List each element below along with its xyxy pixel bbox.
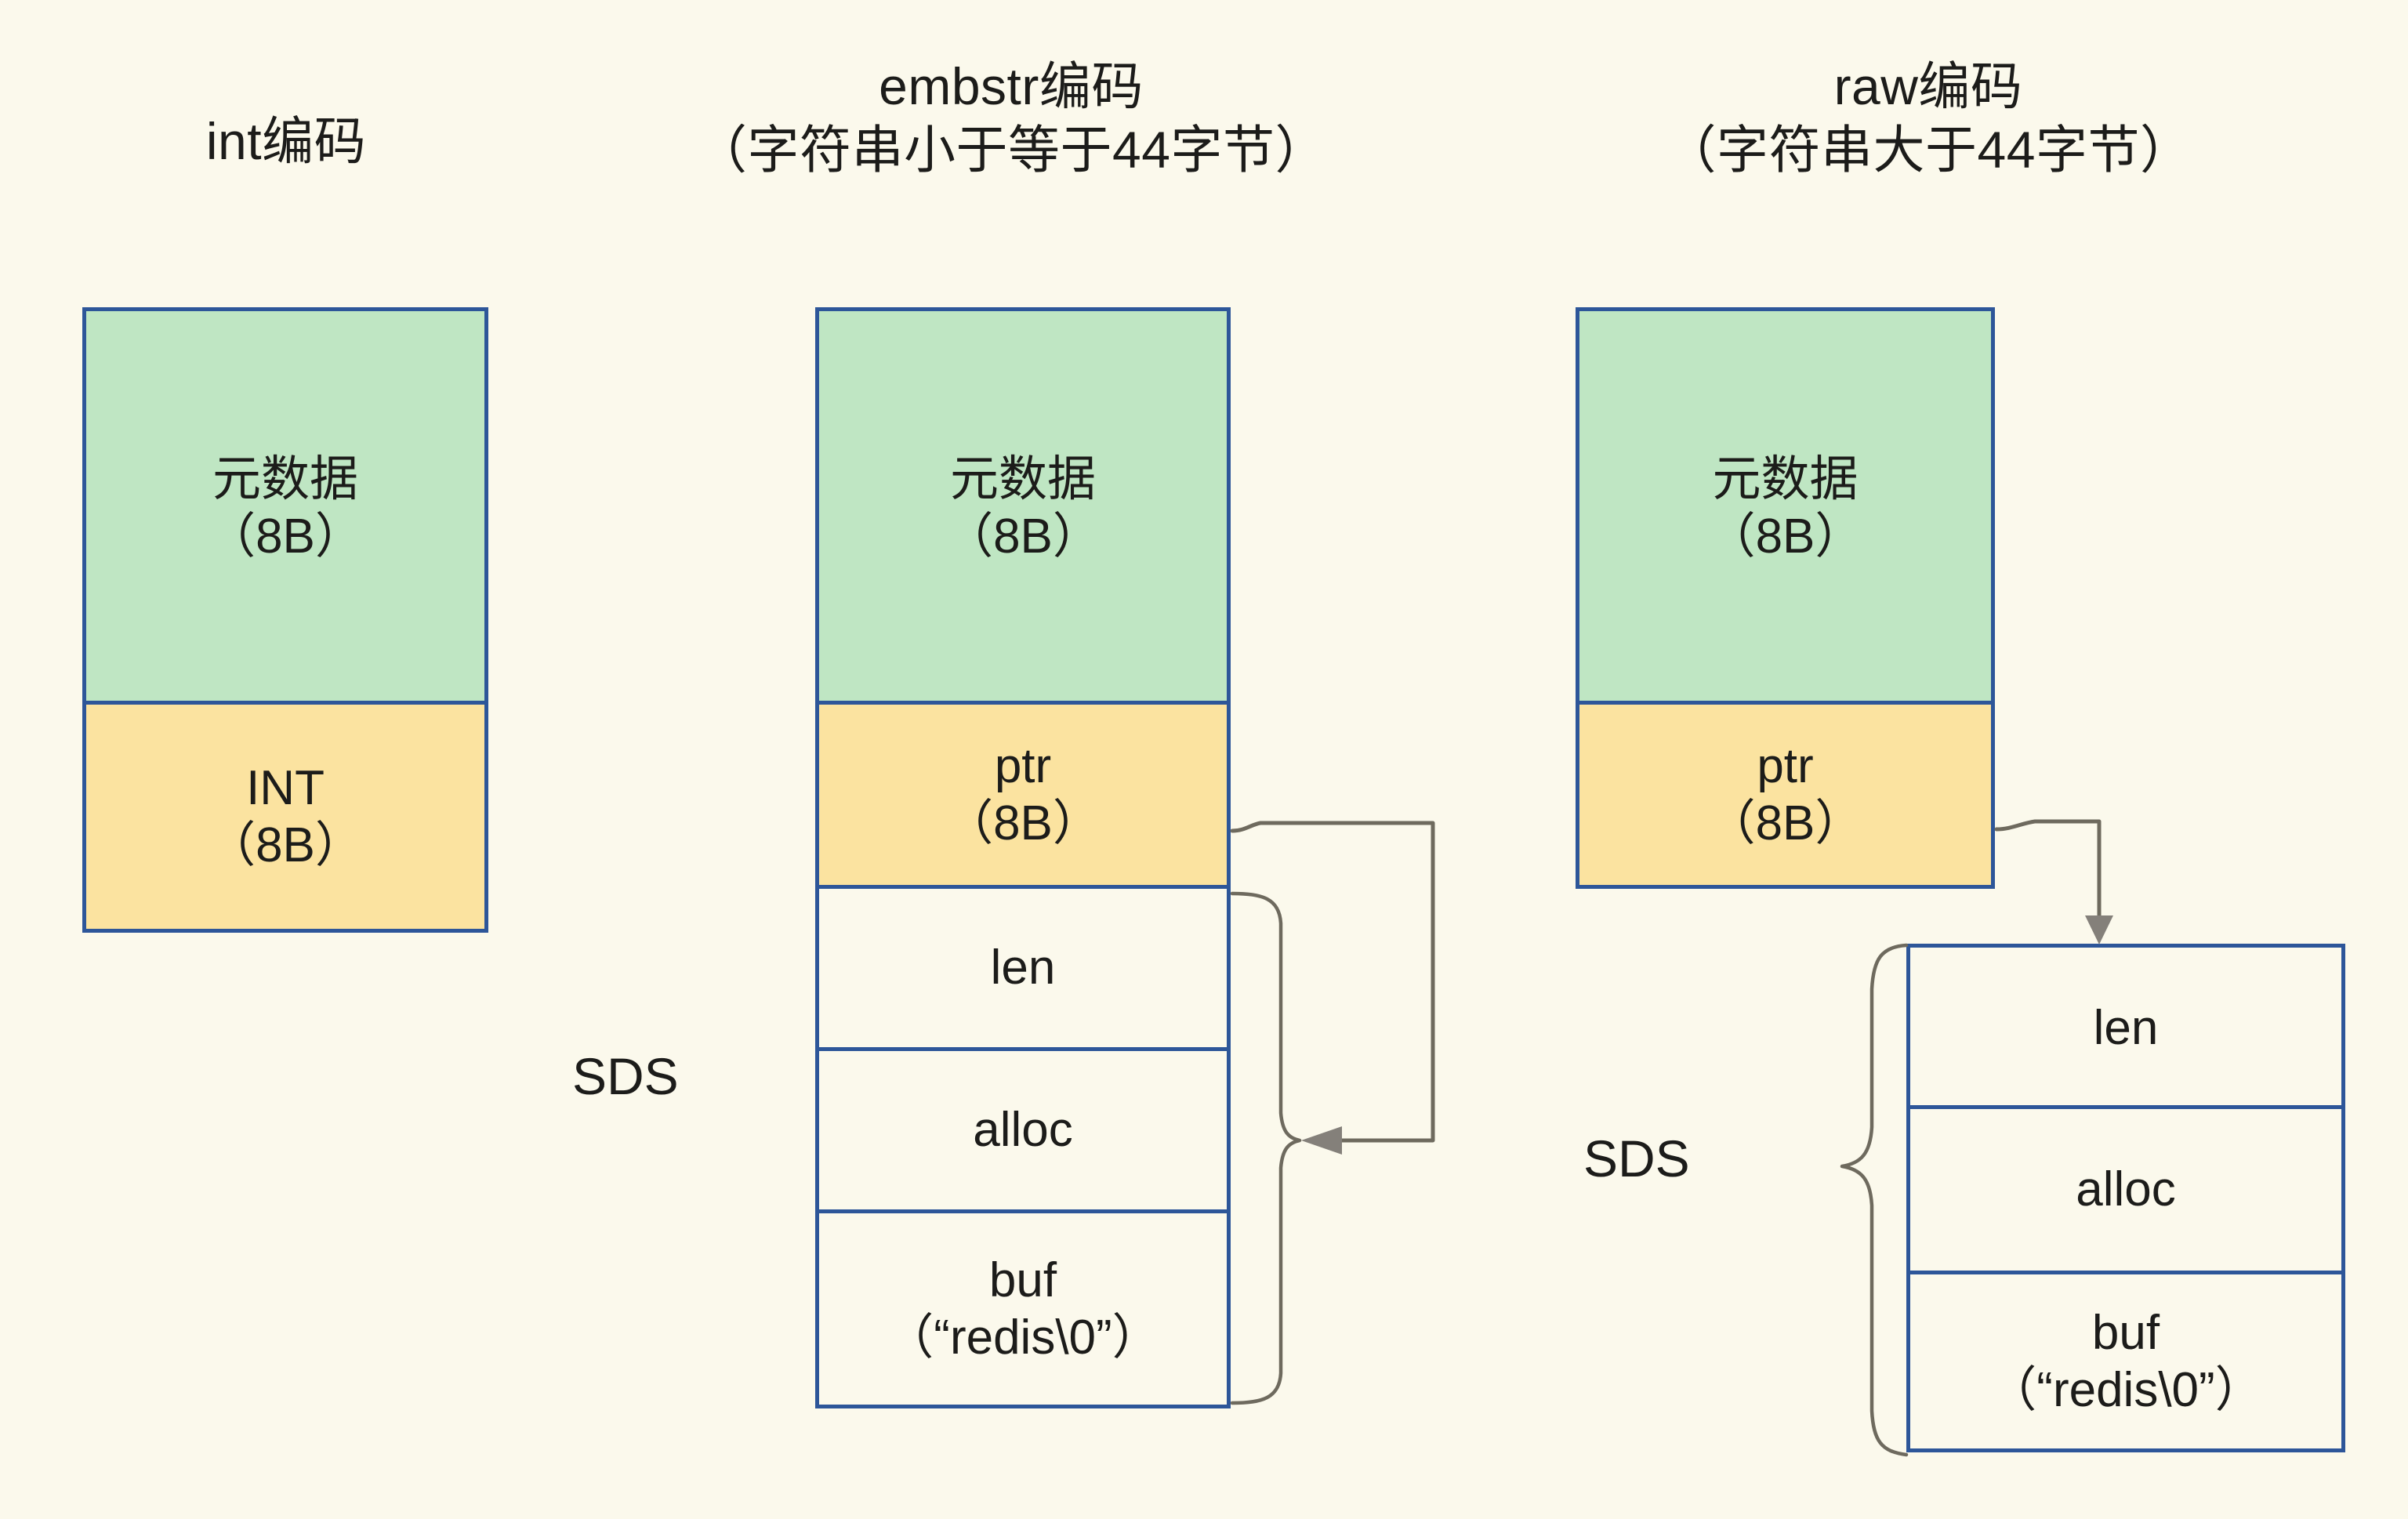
raw-sds-brace [1840,943,1909,1457]
raw-sds-label: SDS [1583,1129,1690,1187]
embstr-sds-brace [1230,891,1302,1405]
int-value-cell: INT （8B） [82,701,488,933]
heading-raw-encoding: raw编码 （字符串大于44字节） [1664,57,2192,179]
raw-metadata-cell: 元数据 （8B） [1576,307,1995,709]
embstr-metadata-cell: 元数据 （8B） [815,307,1231,709]
raw-ptr-connector-line [1994,819,2102,924]
embstr-buf-cell: buf （“redis\0”） [815,1209,1231,1408]
raw-sds-len-cell: len [1906,944,2345,1113]
embstr-len-cell: len [815,885,1231,1051]
embstr-ptr-arrowhead [1301,1126,1342,1155]
embstr-sds-label: SDS [572,1047,679,1105]
raw-ptr-cell: ptr （8B） [1576,701,1995,889]
raw-ptr-arrowhead [2085,915,2113,944]
heading-embstr-encoding: embstr编码 （字符串小于等于44字节） [695,57,1327,179]
embstr-alloc-cell: alloc [815,1047,1231,1213]
int-metadata-cell: 元数据 （8B） [82,307,488,709]
heading-int-encoding: int编码 [205,112,367,170]
embstr-ptr-cell: ptr （8B） [815,701,1231,889]
raw-sds-alloc-cell: alloc [1906,1105,2345,1274]
embstr-ptr-connector-line [1230,821,1435,1143]
raw-sds-buf-cell: buf （“redis\0”） [1906,1271,2345,1452]
